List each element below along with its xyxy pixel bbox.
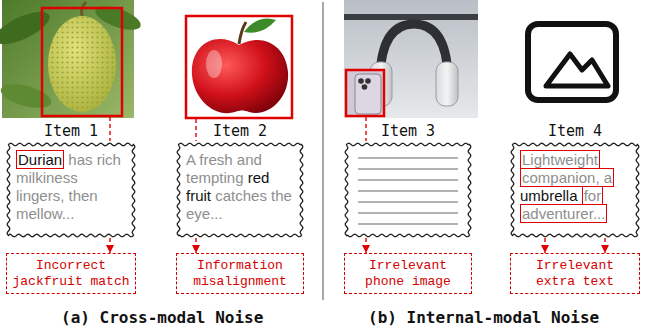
panel-caption: (a) Cross-modal Noise (61, 308, 263, 327)
dashed-arrow (365, 238, 366, 253)
empty-text-line (358, 212, 458, 214)
description-text: umbrella (520, 187, 578, 204)
jackfruit (48, 16, 116, 112)
dashed-arrow (195, 238, 196, 253)
item-card: Item 4 Lightweight companion, a umbrella … (510, 122, 640, 238)
leaf (0, 80, 54, 113)
wavy-outline (345, 143, 471, 236)
item-description: Durian has rich milkiness lingers, then … (16, 151, 127, 223)
item-title: Item 4 (510, 122, 640, 142)
apple-leaf (244, 19, 276, 33)
empty-text-line (358, 223, 458, 225)
item-title: Item 2 (176, 122, 304, 142)
noise-label: Irrelevant extra text (510, 253, 640, 294)
mountain-symbol (546, 54, 608, 86)
noise-label-text: Incorrect jackfruit match (9, 258, 133, 289)
item-description: Lightweight companion, a umbrella for ad… (520, 151, 631, 223)
empty-text-line (358, 190, 458, 192)
leader-line (195, 119, 196, 141)
noise-label: Information misalignment (176, 253, 304, 294)
apple-stem (239, 22, 246, 44)
noise-label-text: Irrelevant extra text (513, 258, 637, 289)
panel-caption: (b) Internal-modal Noise (368, 308, 599, 327)
highlight-box (346, 70, 384, 116)
highlighted-text: Durian (16, 150, 64, 169)
empty-text-line (358, 201, 458, 203)
item-card: Item 3 (344, 122, 472, 238)
item-card: Item 1 Durian has rich milkiness lingers,… (6, 122, 136, 238)
noise-label: Irrelevant phone image (344, 253, 472, 294)
phone-photo (346, 70, 384, 116)
camera-lens (358, 78, 364, 84)
noise-label-text: Irrelevant phone image (347, 258, 469, 289)
item-title: Item 1 (6, 122, 136, 142)
photo-background (344, 0, 478, 118)
hanging-bar (344, 14, 478, 20)
dashed-arrow (604, 238, 605, 253)
noise-label: Incorrect jackfruit match (6, 253, 136, 294)
empty-text-line (358, 168, 458, 170)
camera-lens (362, 84, 368, 90)
ear-cup (436, 62, 458, 106)
jackfruit-texture (48, 16, 116, 112)
dashed-arrow (109, 238, 110, 253)
empty-text-line (358, 157, 458, 159)
item-description: A fresh and tempting red fruit catches t… (186, 151, 295, 223)
image-placeholder-icon (528, 24, 616, 100)
camera-lens (365, 78, 371, 84)
wavy-outline (177, 143, 303, 236)
wavy-outline (511, 143, 639, 237)
apple-highlight (206, 50, 222, 78)
item-card: Item 2 A fresh and tempting red fruit cat… (176, 122, 304, 238)
highlighted-text: Lightweight companion, a (520, 150, 614, 187)
item-title: Item 3 (344, 122, 472, 142)
leader-line (365, 117, 366, 141)
divider (322, 2, 324, 300)
wavy-border (344, 142, 472, 238)
apple (192, 39, 288, 113)
dashed-arrow (544, 238, 545, 253)
highlight-box (42, 8, 122, 116)
wavy-outline (7, 143, 135, 237)
highlight-box (186, 16, 292, 118)
leader-line (109, 117, 110, 141)
phone (355, 74, 381, 114)
leaf (0, 5, 54, 50)
empty-text-line (358, 179, 458, 181)
noise-label-text: Information misalignment (179, 258, 301, 289)
